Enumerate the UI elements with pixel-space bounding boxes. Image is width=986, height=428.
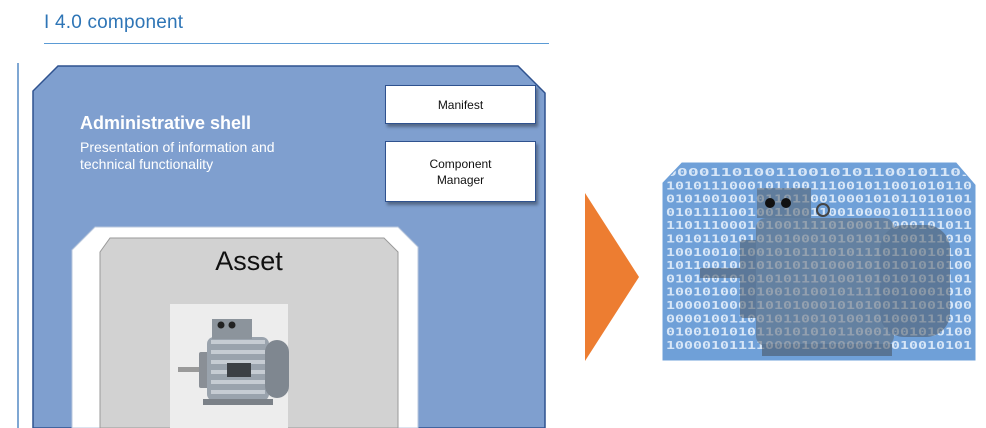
manifest-label: Manifest — [437, 97, 484, 112]
asset-label: Asset — [215, 246, 283, 276]
electric-motor-icon — [178, 319, 289, 405]
component-manager-label: Component Manager — [429, 156, 492, 187]
transform-arrow — [585, 193, 639, 361]
title-underline — [44, 43, 549, 44]
page-title: I 4.0 component — [44, 12, 184, 33]
binary-row: 0000110100110010101100101101 — [666, 167, 972, 179]
left-border-line — [17, 63, 19, 428]
manifest-box: Manifest — [385, 85, 536, 124]
digital-twin-outline — [662, 162, 976, 361]
binary-row: 1010111000101100111001011001010110 — [666, 180, 972, 192]
component-manager-box: Component Manager — [385, 141, 536, 202]
digital-twin-panel: 0000110100110010101100101101101011100010… — [663, 163, 975, 360]
administrative-shell-subtitle: Presentation of information and technica… — [80, 139, 275, 172]
binary-row: 0101111001001100110010000101111000 — [666, 207, 972, 219]
binary-row: 0101001001011011001000101011010101 — [666, 194, 972, 206]
administrative-shell-title: Administrative shell — [80, 113, 252, 133]
